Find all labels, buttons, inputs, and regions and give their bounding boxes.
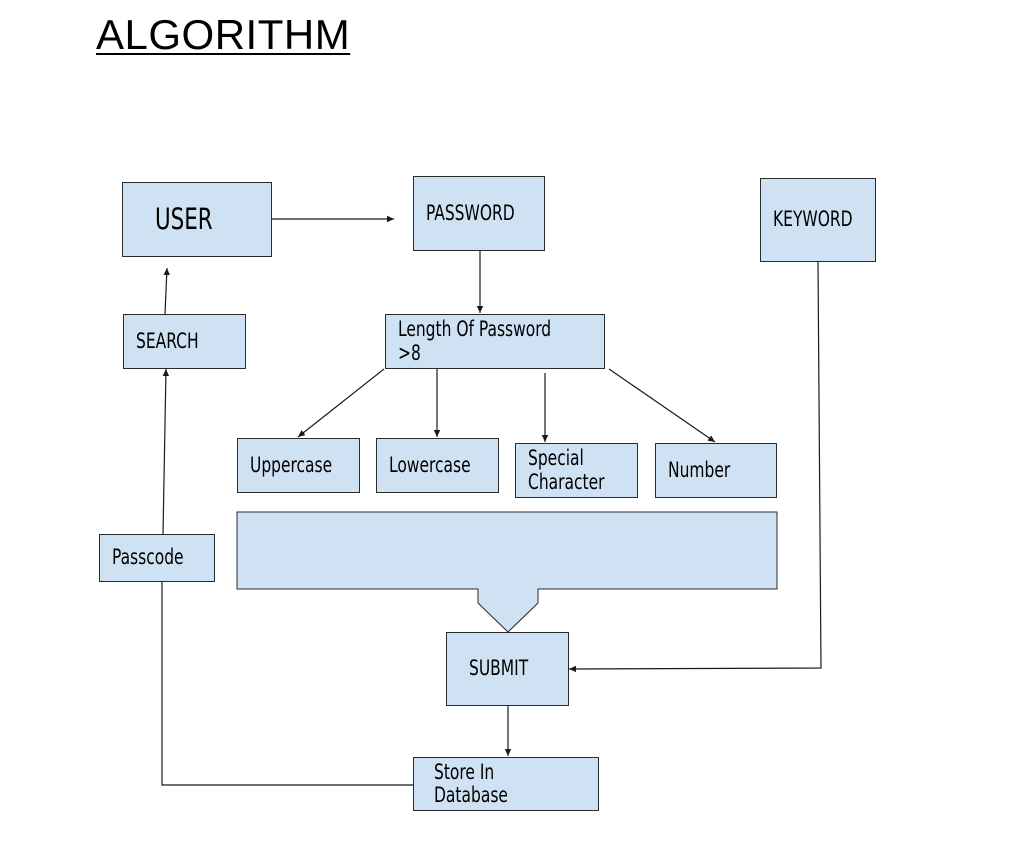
node-submit: SUBMIT	[446, 632, 569, 706]
node-password: PASSWORD	[413, 176, 545, 251]
node-passcode: Passcode	[99, 534, 215, 582]
arrow-length-to-uppercase	[297, 368, 385, 438]
node-passcode-label: Passcode	[112, 545, 184, 570]
node-number-label: Number	[668, 457, 731, 482]
node-number: Number	[655, 443, 777, 498]
merge-funnel-shape	[236, 511, 778, 633]
node-keyword: KEYWORD	[760, 178, 876, 262]
node-length-check-label: Length Of Password >8	[398, 317, 552, 365]
node-lowercase-label: Lowercase	[389, 452, 471, 477]
arrow-passcode-to-search	[162, 368, 170, 535]
node-search-label: SEARCH	[136, 328, 199, 353]
node-store-in-database: Store In Database	[413, 757, 599, 811]
arrow-length-to-number	[608, 368, 716, 443]
node-uppercase-label: Uppercase	[250, 452, 333, 477]
node-user-label: USER	[155, 201, 213, 236]
node-length-check: Length Of Password >8	[385, 314, 605, 369]
node-user: USER	[122, 182, 272, 257]
line-store-to-passcode	[161, 582, 413, 786]
arrow-search-to-user	[163, 267, 170, 315]
node-special-character-label: Special Character	[528, 446, 605, 494]
node-submit-label: SUBMIT	[469, 656, 529, 681]
page-title: ALGORITHM	[96, 11, 351, 58]
node-special-character: Special Character	[515, 443, 638, 498]
node-store-in-database-label: Store In Database	[434, 759, 508, 807]
node-keyword-label: KEYWORD	[773, 207, 853, 232]
node-password-label: PASSWORD	[426, 200, 515, 225]
node-uppercase: Uppercase	[237, 438, 360, 493]
arrow-keyword-to-submit	[568, 261, 822, 673]
node-lowercase: Lowercase	[376, 438, 499, 493]
node-search: SEARCH	[123, 314, 246, 369]
